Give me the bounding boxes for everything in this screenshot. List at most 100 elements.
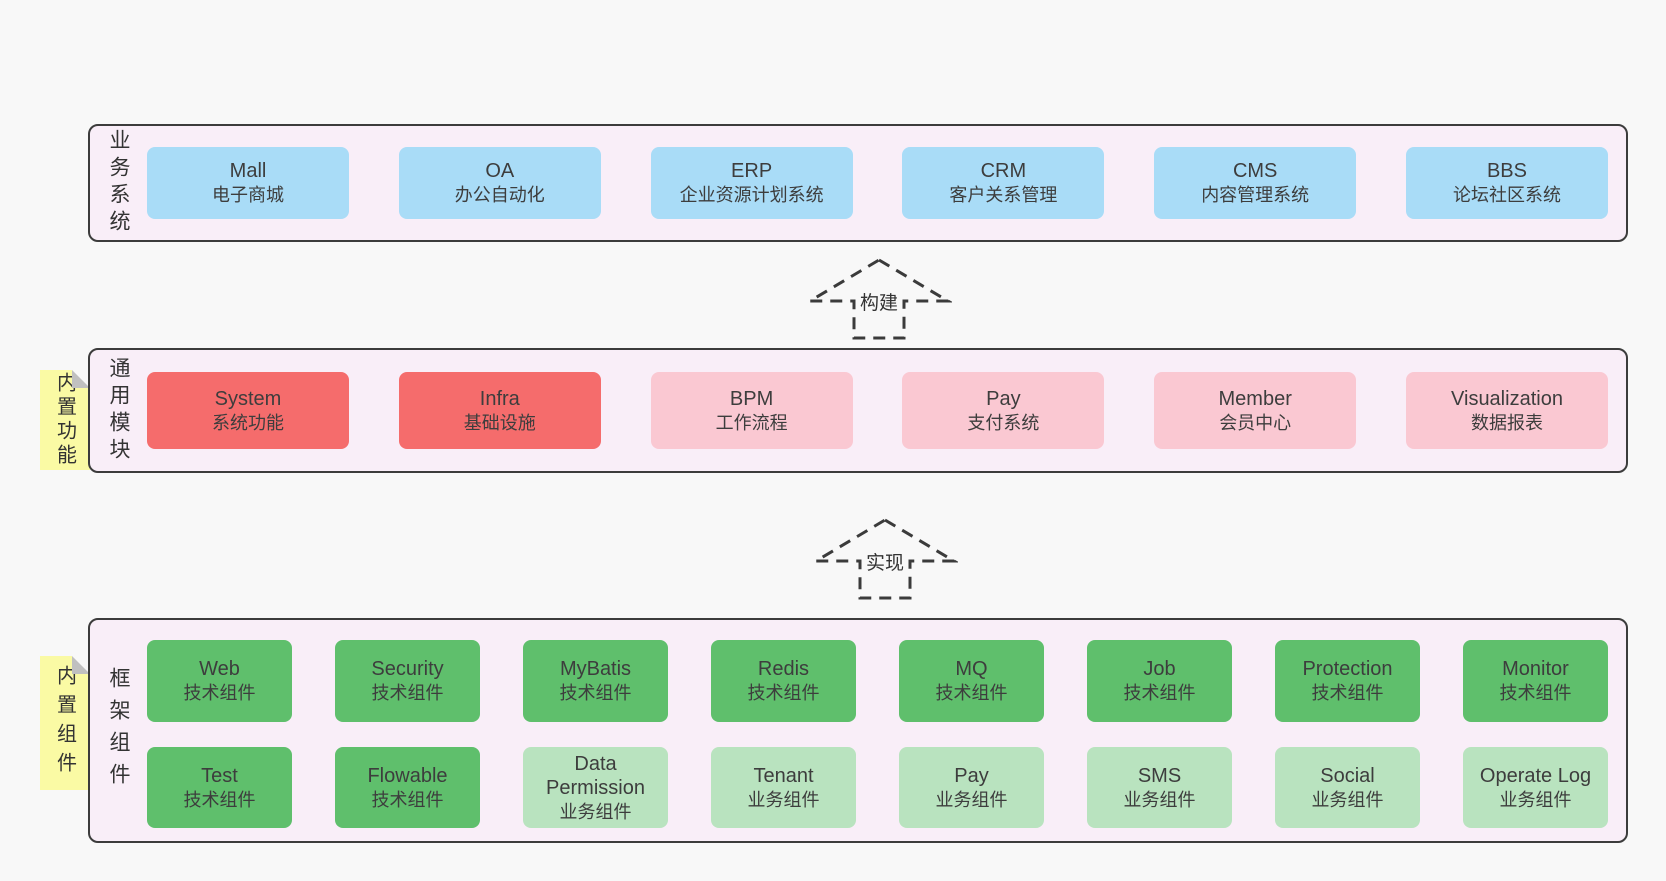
box-subtitle: 论坛社区系统: [1452, 185, 1561, 205]
box-subtitle: 业务组件: [1311, 789, 1384, 810]
sticky-note-built-in-components: 内置组件: [40, 656, 90, 790]
box-data-permission: Data Permission 业务组件: [523, 747, 668, 828]
box-title: Pay: [954, 764, 989, 787]
box-bbs: BBS 论坛社区系统: [1405, 147, 1608, 219]
box-title: Test: [201, 764, 238, 787]
box-subtitle: 业务组件: [1123, 789, 1196, 810]
box-subtitle: 企业资源计划系统: [679, 185, 824, 205]
box-title: Pay: [986, 387, 1021, 410]
box-subtitle: 业务组件: [1499, 789, 1572, 810]
box-security: Security 技术组件: [335, 640, 480, 722]
box-title: BBS: [1486, 160, 1527, 182]
box-pay-module: Pay 支付系统: [902, 372, 1105, 449]
box-subtitle: 技术组件: [371, 789, 444, 810]
box-erp: ERP 企业资源计划系统: [650, 147, 853, 219]
box-title: OA: [485, 160, 515, 182]
box-subtitle: 技术组件: [1123, 683, 1196, 703]
box-subtitle: 业务组件: [747, 789, 820, 810]
box-mybatis: MyBatis 技术组件: [523, 640, 668, 722]
box-subtitle: 基础设施: [463, 412, 536, 433]
box-subtitle: 工作流程: [715, 412, 788, 433]
box-subtitle: 客户关系管理: [949, 185, 1058, 205]
box-title: CMS: [1232, 160, 1278, 182]
box-protection: Protection 技术组件: [1275, 640, 1420, 722]
box-flowable: Flowable 技术组件: [335, 747, 480, 828]
box-operate-log: Operate Log 业务组件: [1463, 747, 1608, 828]
box-title: Mall: [229, 160, 267, 182]
box-title: MyBatis: [559, 658, 632, 680]
box-pay-component: Pay 业务组件: [899, 747, 1044, 828]
framework-row-business: Test 技术组件 Flowable 技术组件 Data Permission …: [147, 747, 1608, 828]
box-subtitle: 办公自动化: [454, 185, 545, 205]
box-subtitle: 系统功能: [212, 412, 284, 433]
common-modules-label: 通用模块: [107, 356, 130, 465]
arrow-build-label: 构建: [856, 288, 902, 315]
box-crm: CRM 客户关系管理: [902, 147, 1105, 219]
box-subtitle: 技术组件: [183, 683, 256, 703]
framework-components-panel: 框架组件 Web 技术组件 Security 技术组件 MyBatis 技术组件…: [88, 618, 1628, 843]
box-subtitle: 电子商城: [212, 185, 284, 205]
box-tenant: Tenant 业务组件: [711, 747, 856, 828]
box-subtitle: 内容管理系统: [1201, 185, 1310, 205]
box-mall: Mall 电子商城: [147, 147, 349, 219]
box-subtitle: 数据报表: [1470, 412, 1543, 433]
box-title: MQ: [955, 658, 988, 680]
common-modules-panel: 通用模块 System 系统功能 Infra 基础设施 BPM 工作流程 Pay…: [88, 348, 1628, 473]
box-subtitle: 技术组件: [371, 683, 444, 703]
sticky-note-built-in-features: 内置功能: [40, 370, 90, 470]
common-modules-row: System 系统功能 Infra 基础设施 BPM 工作流程 Pay 支付系统…: [147, 350, 1608, 471]
business-systems-row: Mall 电子商城 OA 办公自动化 ERP 企业资源计划系统 CRM 客户关系…: [147, 126, 1608, 240]
sticky-note-text: 内置组件: [53, 665, 76, 781]
box-title: ERP: [731, 160, 773, 182]
box-cms: CMS 内容管理系统: [1154, 147, 1357, 219]
business-systems-label: 业务系统: [107, 129, 130, 237]
box-subtitle: 技术组件: [1499, 683, 1572, 703]
sticky-note-text: 内置功能: [53, 372, 76, 468]
box-job: Job 技术组件: [1087, 640, 1232, 722]
box-title: Visualization: [1451, 387, 1563, 410]
box-sms: SMS 业务组件: [1087, 747, 1232, 828]
box-subtitle: 业务组件: [935, 789, 1008, 810]
box-title: CRM: [980, 160, 1027, 182]
box-title: Operate Log: [1479, 764, 1592, 787]
box-member: Member 会员中心: [1154, 372, 1357, 449]
box-title: Monitor: [1502, 658, 1569, 680]
box-test: Test 技术组件: [147, 747, 292, 828]
framework-row-tech: Web 技术组件 Security 技术组件 MyBatis 技术组件 Redi…: [147, 640, 1608, 722]
box-title: Web: [199, 658, 240, 680]
box-title: Protection: [1302, 658, 1393, 680]
box-title: Security: [371, 658, 444, 680]
box-title: Redis: [757, 658, 810, 680]
box-title: System: [214, 387, 282, 410]
box-oa: OA 办公自动化: [398, 147, 601, 219]
box-subtitle: 技术组件: [183, 789, 256, 810]
box-title: SMS: [1137, 764, 1182, 787]
box-subtitle: 会员中心: [1219, 412, 1292, 433]
box-bpm: BPM 工作流程: [650, 372, 853, 449]
box-monitor: Monitor 技术组件: [1463, 640, 1608, 722]
box-title: Infra: [479, 387, 520, 410]
box-web: Web 技术组件: [147, 640, 292, 722]
arrow-implement-label: 实现: [862, 548, 908, 575]
box-subtitle: 业务组件: [559, 801, 632, 822]
box-subtitle: 技术组件: [1311, 683, 1384, 703]
box-system: System 系统功能: [147, 372, 349, 449]
box-title: BPM: [729, 387, 774, 410]
box-subtitle: 技术组件: [935, 683, 1008, 703]
box-title: Social: [1320, 764, 1375, 787]
box-visualization: Visualization 数据报表: [1405, 372, 1608, 449]
box-subtitle: 支付系统: [967, 412, 1040, 433]
arrow-up-build-icon: 构建: [806, 257, 952, 341]
box-subtitle: 技术组件: [559, 683, 632, 703]
box-title: Job: [1143, 658, 1176, 680]
box-mq: MQ 技术组件: [899, 640, 1044, 722]
business-systems-panel: 业务系统 Mall 电子商城 OA 办公自动化 ERP 企业资源计划系统 CRM…: [88, 124, 1628, 242]
box-social: Social 业务组件: [1275, 747, 1420, 828]
box-subtitle: 技术组件: [747, 683, 820, 703]
arrow-up-implement-icon: 实现: [812, 517, 958, 601]
box-title: Data Permission: [546, 752, 645, 799]
box-title: Tenant: [753, 764, 814, 787]
box-infra: Infra 基础设施: [398, 372, 601, 449]
box-redis: Redis 技术组件: [711, 640, 856, 722]
framework-components-label: 框架组件: [107, 666, 130, 795]
